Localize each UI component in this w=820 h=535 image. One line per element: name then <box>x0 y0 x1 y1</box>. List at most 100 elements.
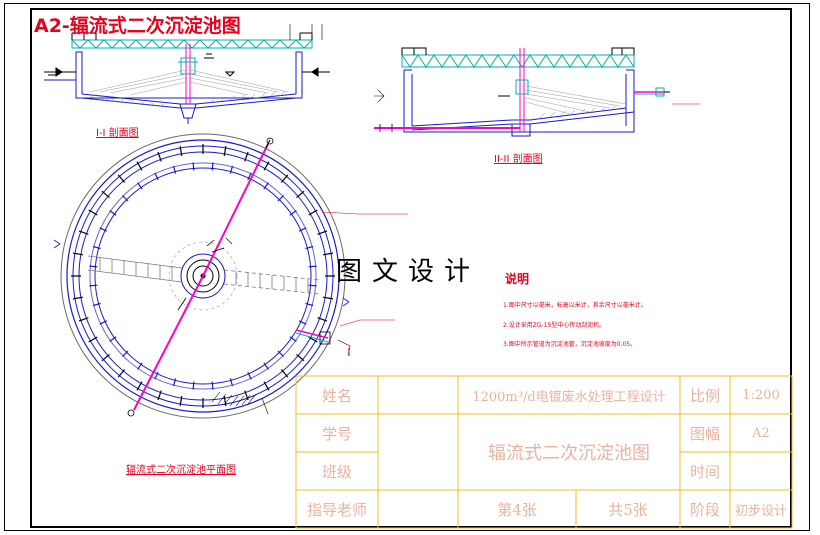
weir-bracket <box>280 369 289 378</box>
weir-tick <box>263 362 269 370</box>
weir-bracket <box>101 190 110 199</box>
weir-tick <box>172 165 177 174</box>
weir-tick <box>99 320 108 325</box>
sludge-pipe <box>133 275 204 411</box>
weir-tick <box>247 371 252 380</box>
weir-tick <box>109 210 117 216</box>
student-id-label: 学号 <box>321 424 352 443</box>
weir-bracket <box>322 252 334 256</box>
weir-bracket <box>72 252 84 256</box>
outer-border <box>4 3 810 531</box>
date-label: 时间 <box>689 462 720 481</box>
tank-outline-1 <box>75 52 303 99</box>
stage-value: 初步设计 <box>734 503 787 519</box>
weir-tick <box>137 362 143 370</box>
weir-bracket <box>317 230 328 235</box>
center-well <box>180 253 226 299</box>
weir-tick <box>154 172 159 181</box>
caption-plan-view: 辐流式二次沉淀池平面图 <box>126 465 236 476</box>
watermark-text: 图文设计 <box>336 257 481 287</box>
section-2-2-view <box>374 47 700 137</box>
sheet-size-value: A2 <box>752 425 770 441</box>
caption-section-2-2: II-II 剖面图 <box>494 154 543 165</box>
weir-tick <box>137 182 143 190</box>
weir-tick <box>229 165 234 174</box>
weir-tick <box>247 172 252 181</box>
weir-tick <box>289 210 297 216</box>
weir-tick <box>121 194 129 202</box>
weir-tick <box>305 302 314 307</box>
tank-wall-outer <box>66 139 340 413</box>
weir-bracket <box>296 190 305 199</box>
scale-value: 1:200 <box>742 387 780 403</box>
weir-bracket <box>157 390 162 401</box>
weir-bracket <box>117 369 126 378</box>
weir-tick <box>305 245 314 250</box>
weir-tick <box>92 245 101 250</box>
sheet-number: 第4张 <box>497 500 537 519</box>
note-item-1: 1.图中尺寸以毫米，标高以米计，其余尺寸以毫米计。 <box>503 302 647 309</box>
weir-tick <box>89 265 98 268</box>
scale-label: 比例 <box>689 386 720 405</box>
weir-tick <box>229 378 234 387</box>
class-label: 班级 <box>321 462 352 481</box>
weir-bracket <box>78 317 89 322</box>
name-label: 姓名 <box>321 386 352 405</box>
notes-heading: 说明 <box>505 272 530 286</box>
section-1-1-view <box>44 24 330 124</box>
advisor-label: 指导老师 <box>306 500 367 519</box>
weir-tick <box>154 371 159 380</box>
weir-bracket <box>179 395 183 407</box>
note-item-2: 2.设计采用ZG-15型中心传动刮泥机。 <box>503 322 606 329</box>
weir-tick <box>99 227 108 232</box>
weir-tick <box>277 194 285 202</box>
project-name: 1200m³/d电镀废水处理工程设计 <box>472 389 666 405</box>
weir-bracket <box>322 296 334 300</box>
weir-bracket <box>78 230 89 235</box>
weir-tick <box>298 320 307 325</box>
weir-tick <box>121 350 129 358</box>
weir-bracket <box>308 209 318 216</box>
influent-pipe <box>202 143 269 277</box>
weir-tick <box>308 265 317 268</box>
stage-label: 阶段 <box>689 500 720 519</box>
weir-bracket <box>263 381 270 391</box>
weir-tick <box>92 302 101 307</box>
walkway-bridge <box>87 255 321 295</box>
bridge-truss-web-1 <box>71 39 313 49</box>
weir-tick <box>263 182 269 190</box>
sheet-title: A2-辐流式二次沉淀池图 <box>34 15 241 37</box>
weir-ring <box>89 162 317 390</box>
drawing-name: 辐流式二次沉淀池图 <box>488 443 650 464</box>
weir-bracket <box>157 151 162 162</box>
caption-section-1-1: I-I 剖面图 <box>96 128 139 139</box>
weir-bracket <box>317 317 328 322</box>
plan-view <box>53 133 408 419</box>
weir-bracket <box>308 336 318 343</box>
sheet-size-label: 图幅 <box>689 424 720 443</box>
weir-bracket <box>179 145 183 157</box>
weir-tick <box>109 336 117 342</box>
weir-tick <box>211 381 214 390</box>
date-value <box>730 452 792 490</box>
title-block-grid <box>295 375 793 529</box>
weir-bracket <box>88 336 98 343</box>
weir-bracket <box>101 353 110 362</box>
weir-tick <box>277 350 285 358</box>
center-shaft-2 <box>519 48 525 132</box>
weir-bracket <box>223 395 227 407</box>
weir-bracket <box>223 145 227 157</box>
weir-bracket <box>88 209 98 216</box>
weir-tick <box>211 162 214 171</box>
weir-bracket <box>72 296 84 300</box>
weir-bracket <box>136 381 143 391</box>
weir-tick <box>192 381 195 390</box>
weir-tick <box>298 227 307 232</box>
bridge-truss-2 <box>401 54 635 68</box>
note-item-3: 3.图中所示管道为沉淀池管，沉淀池坡度为0.05。 <box>503 341 637 348</box>
weir-tick <box>308 284 317 287</box>
weir-bracket <box>296 353 305 362</box>
weir-tick <box>289 336 297 342</box>
